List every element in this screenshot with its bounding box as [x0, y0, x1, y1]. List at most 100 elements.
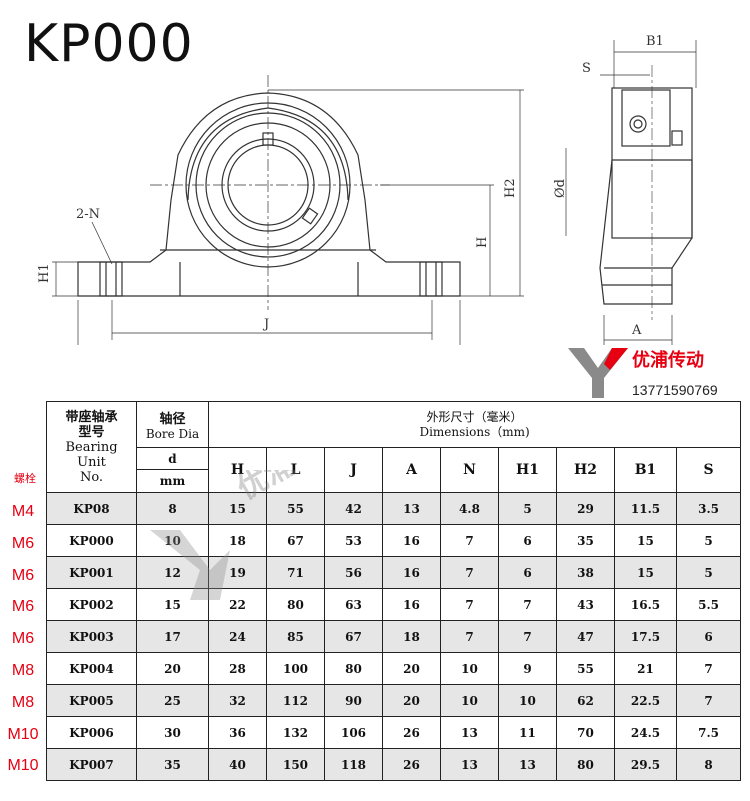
spec-table: 带座轴承 型号 Bearing Unit No. 轴径 Bore Dia 外形尺…	[46, 401, 742, 781]
dim-cell: 13	[498, 748, 557, 781]
dim-cell: 15	[614, 556, 677, 589]
dim-cell: 22	[208, 588, 267, 621]
dim-cell: 24	[208, 620, 267, 653]
bore-header: 轴径 Bore Dia	[136, 401, 209, 448]
label-b1: B1	[646, 34, 664, 49]
dim-cell: 5.5	[675, 588, 742, 621]
model-cell: KP006	[46, 716, 137, 749]
brand-name: 优浦传动	[632, 350, 704, 371]
dims-header: 外形尺寸（毫米） Dimensions（mm)	[207, 401, 742, 448]
bolt-size: M10	[7, 757, 39, 775]
model-cell: KP007	[46, 748, 137, 781]
bore-cell: 30	[136, 716, 209, 749]
dim-cell: 67	[324, 620, 383, 653]
dim-cell: 55	[556, 652, 615, 685]
dim-cell: 16	[382, 588, 441, 621]
model-cell: KP003	[46, 620, 137, 653]
dims-header-en: Dimensions（mm)	[419, 424, 530, 439]
model-cell: KP08	[46, 492, 137, 525]
dim-cell: 11.5	[614, 492, 677, 525]
model-cell: KP000	[46, 524, 137, 557]
dim-cell: 16	[382, 524, 441, 557]
bolt-slot-right	[419, 261, 443, 297]
dim-cell: 5	[675, 524, 742, 557]
label-n: 2-N	[76, 207, 100, 222]
dim-cell: 100	[266, 652, 325, 685]
mm-header: mm	[136, 469, 209, 493]
dim-cell: 42	[324, 492, 383, 525]
set-screw-side	[301, 207, 319, 225]
label-j: J	[262, 317, 269, 332]
dim-cell: 90	[324, 684, 383, 717]
dim-cell: 63	[324, 588, 383, 621]
col-a: A	[382, 447, 441, 493]
dims-header-cn: 外形尺寸（毫米）	[426, 409, 523, 424]
dim-cell: 6	[498, 556, 557, 589]
side-foot	[599, 159, 693, 305]
dim-cell: 20	[382, 652, 441, 685]
bore-header-cn: 轴径	[159, 412, 186, 427]
dim-cell: 7	[440, 524, 499, 557]
dim-cell: 7	[440, 588, 499, 621]
col-h1: H1	[498, 447, 557, 493]
col-l: L	[266, 447, 325, 493]
model-cell: KP004	[46, 652, 137, 685]
bore-cell: 25	[136, 684, 209, 717]
dim-cell: 35	[556, 524, 615, 557]
dim-cell: 24.5	[614, 716, 677, 749]
dim-cell: 10	[440, 652, 499, 685]
bore-cell: 8	[136, 492, 209, 525]
model-header: 带座轴承 型号 Bearing Unit No.	[46, 401, 137, 493]
bolt-size: M6	[11, 630, 35, 648]
dim-cell: 32	[208, 684, 267, 717]
dim-cell: 67	[266, 524, 325, 557]
dim-cell: 18	[208, 524, 267, 557]
bolt-slot-left	[99, 261, 123, 297]
dim-cell: 15	[208, 492, 267, 525]
col-s: S	[675, 447, 742, 493]
label-h: H	[475, 237, 490, 248]
dim-cell: 80	[266, 588, 325, 621]
bolt-size: M10	[7, 725, 39, 743]
dim-cell: 7	[498, 588, 557, 621]
dim-cell: 10	[440, 684, 499, 717]
dim-cell: 20	[382, 684, 441, 717]
dim-cell: 71	[266, 556, 325, 589]
col-j: J	[324, 447, 383, 493]
dim-cell: 18	[382, 620, 441, 653]
model-header-en: Bearing Unit No.	[65, 439, 118, 485]
col-h: H	[208, 447, 267, 493]
label-s: S	[582, 61, 591, 76]
d-header: d	[136, 447, 209, 470]
dim-cell: 15	[614, 524, 677, 557]
dim-cell: 38	[556, 556, 615, 589]
dim-cell: 80	[324, 652, 383, 685]
dim-cell: 26	[382, 748, 441, 781]
bolt-size: M6	[11, 598, 35, 616]
model-cell: KP005	[46, 684, 137, 717]
bolt-size: M4	[11, 503, 35, 520]
dim-cell: 7	[675, 652, 742, 685]
dim-cell: 150	[266, 748, 325, 781]
dim-cell: 56	[324, 556, 383, 589]
dim-cell: 70	[556, 716, 615, 749]
label-a: A	[631, 323, 642, 338]
dim-cell: 5	[498, 492, 557, 525]
dim-cell: 13	[440, 716, 499, 749]
dim-cell: 7	[440, 556, 499, 589]
dim-cell: 29.5	[614, 748, 677, 781]
dim-cell: 5	[675, 556, 742, 589]
label-h2: H2	[503, 178, 518, 198]
dim-cell: 3.5	[675, 492, 742, 525]
model-cell: KP002	[46, 588, 137, 621]
brand-phone: 13771590769	[632, 382, 718, 398]
dim-cell: 7	[440, 620, 499, 653]
brand-y-mark-icon	[568, 348, 628, 398]
dim-cell: 28	[208, 652, 267, 685]
dim-cell: 13	[382, 492, 441, 525]
bolt-size: M8	[11, 693, 35, 711]
